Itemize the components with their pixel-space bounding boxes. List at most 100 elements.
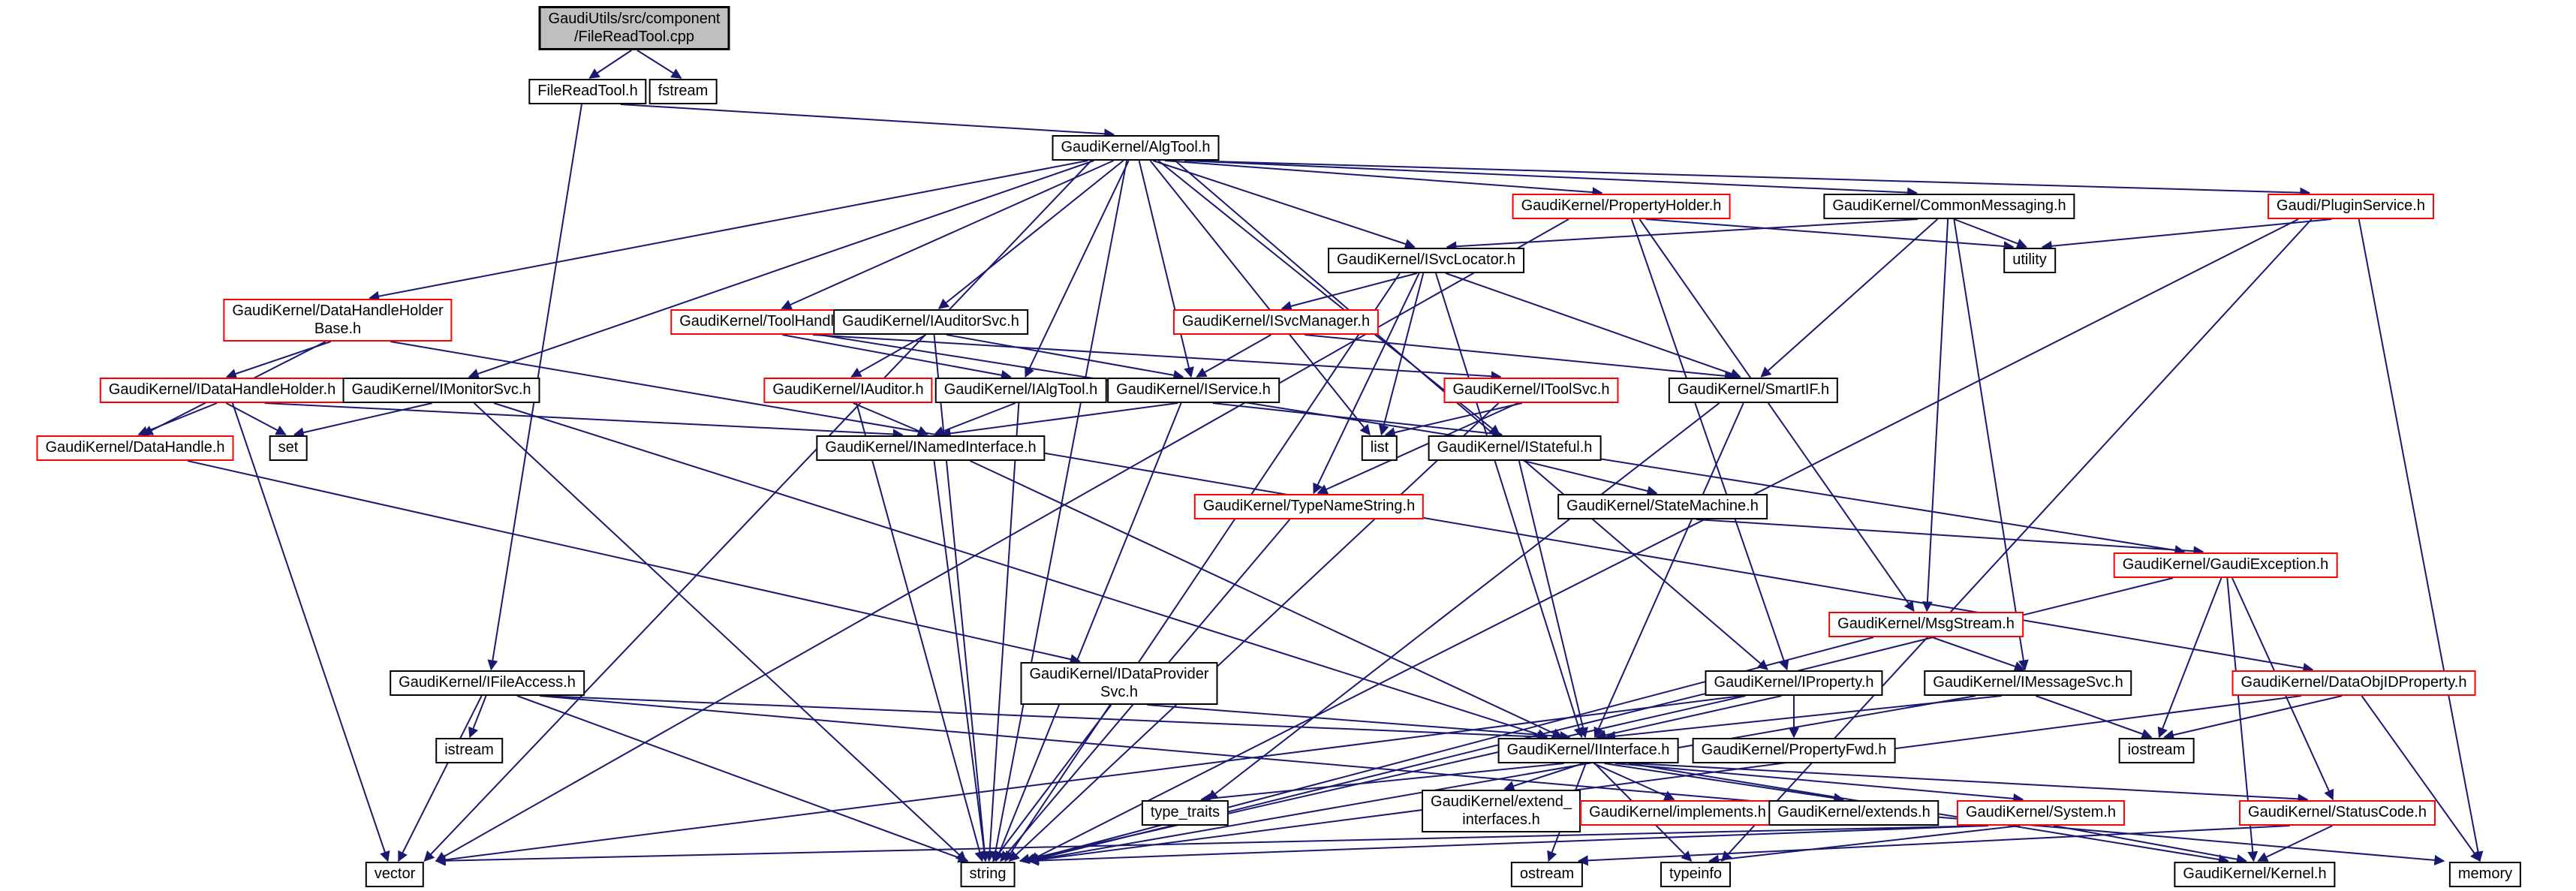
include-edge-dataobjidproperty_h-to-memory [2361,695,2481,862]
include-edge-pluginservice_h-to-memory [2358,218,2484,862]
include-edge-toolhandle_h-to-itoolsvc_h [813,334,1502,382]
graph-node-iservice_h[interactable]: GaudiKernel/IService.h [1107,378,1280,403]
graph-node-imonitorsvc_h[interactable]: GaudiKernel/IMonitorSvc.h [342,378,540,403]
include-edge-ifileaccess_h-to-vector [398,695,483,862]
graph-node-propertyfwd_h[interactable]: GaudiKernel/PropertyFwd.h [1692,738,1896,763]
graph-node-statemachine_h[interactable]: GaudiKernel/StateMachine.h [1557,494,1768,519]
include-edge-isvclocator_h-to-string [1004,272,1401,862]
graph-node-propertyholder_h[interactable]: GaudiKernel/PropertyHolder.h [1512,194,1731,219]
include-edge-statuscode_h-to-ostream [1577,825,2290,866]
include-edge-iservice_h-to-istateful_h [1212,402,1503,439]
graph-node-isvclocator_h[interactable]: GaudiKernel/ISvcLocator.h [1328,248,1524,273]
include-edge-algtool_h-to-pluginservice_h [1187,160,2311,198]
include-edge-propertyholder_h-to-iproperty_h [1630,218,1789,671]
graph-node-typenamestring_h[interactable]: GaudiKernel/TypeNameString.h [1193,494,1425,519]
include-edge-imessagesvc_h-to-iostream [2035,695,2153,739]
include-edge-algtool_h-to-imonitorsvc_h [468,160,1094,379]
include-edge-itoolsvc_h-to-string [1008,402,1500,862]
include-edge-system_h-to-string [1028,825,1989,866]
graph-node-statuscode_h[interactable]: GaudiKernel/StatusCode.h [2239,800,2436,826]
include-edge-datahandle_h-to-idataprovidersvc_h [187,460,1081,665]
include-edge-imonitorsvc_h-to-iinterface_h [493,402,1548,739]
graph-node-string: string [960,862,1016,887]
graph-node-idatahandleholder_h[interactable]: GaudiKernel/IDataHandleHolder.h [99,378,345,403]
include-edge-isvclocator_h-to-isvcmanager_h [1280,272,1418,312]
include-edge-system_h-to-vector [435,825,1989,866]
include-edge-imonitorsvc_h-to-set [293,402,432,438]
include-edge-idatahandleholder_h-to-set [225,402,287,435]
graph-node-ostream: ostream [1510,862,1584,887]
include-edge-toolhandle_h-to-ialgtool_h [782,334,1012,381]
include-edge-algtool_h-to-datahandleholderbase_h [369,160,1088,302]
include-edge-iauditorsvc_h-to-iservice_h [946,334,1184,381]
graph-node-toolhandle_h[interactable]: GaudiKernel/ToolHandle.h [670,309,864,335]
graph-node-iauditor_h[interactable]: GaudiKernel/IAuditor.h [763,378,933,403]
include-edge-pluginservice_h-to-utility [2041,218,2332,251]
include-edge-statuscode_h-to-kernel_h [2257,825,2333,862]
graph-node-inamedinterface_h[interactable]: GaudiKernel/INamedInterface.h [816,435,1046,461]
graph-node-iauditorsvc_h[interactable]: GaudiKernel/IAuditorSvc.h [833,309,1028,335]
graph-node-smartif_h[interactable]: GaudiKernel/SmartIF.h [1668,378,1839,403]
include-edge-iinterface_h-to-extend_interfaces_h [1503,763,1584,791]
graph-node-iinterface_h[interactable]: GaudiKernel/IInterface.h [1497,738,1679,763]
graph-node-vector: vector [365,862,425,887]
include-edge-statemachine_h-to-gaudiexception_h [1696,519,2204,557]
include-edge-iproperty_h-to-iinterface_h [1595,695,1782,741]
include-edge-algtool_h-to-propertyholder_h [1164,160,1603,198]
graph-node-extend_interfaces_h[interactable]: GaudiKernel/extend_ interfaces.h [1422,790,1581,833]
include-edge-smartif_h-to-iinterface_h [1593,402,1744,739]
graph-node-implements_h[interactable]: GaudiKernel/implements.h [1580,800,1775,826]
graph-node-iproperty_h[interactable]: GaudiKernel/IProperty.h [1705,670,1883,696]
include-edge-root-to-fstream [636,50,682,79]
include-edge-iproperty_h-to-vector [435,695,1742,865]
include-edge-pluginservice_h-to-string [1028,218,2299,862]
include-edge-root-to-filereadtool_h [588,50,632,79]
graph-node-fstream: fstream [649,79,718,104]
include-edge-system_h-to-kernel_h [2053,825,2247,865]
graph-node-iostream: iostream [2118,738,2195,763]
graph-node-typeinfo: typeinfo [1660,862,1732,887]
graph-node-filereadtool_h[interactable]: FileReadTool.h [528,79,647,104]
include-edge-ifileaccess_h-to-string [516,695,969,863]
graph-node-extends_h[interactable]: GaudiKernel/extends.h [1768,800,1940,826]
include-edge-ifileaccess_h-to-istream [468,695,487,739]
include-edge-filereadtool_h-to-algtool_h [620,104,1115,140]
include-edge-algtool_h-to-vector [423,160,1092,862]
graph-node-itoolsvc_h[interactable]: GaudiKernel/IToolSvc.h [1443,378,1619,403]
graph-node-ialgtool_h[interactable]: GaudiKernel/IAlgTool.h [934,378,1107,403]
graph-node-msgstream_h[interactable]: GaudiKernel/MsgStream.h [1828,612,2024,637]
graph-node-imessagesvc_h[interactable]: GaudiKernel/IMessageSvc.h [1924,670,2132,696]
graph-node-kernel_h[interactable]: GaudiKernel/Kernel.h [2174,862,2336,887]
include-edge-isvcmanager_h-to-smartif_h [1305,334,1735,381]
include-edge-iinterface_h-to-statuscode_h [1633,763,2309,805]
graph-node-memory: memory [2448,862,2522,887]
graph-node-set: set [269,435,308,461]
graph-node-system_h[interactable]: GaudiKernel/System.h [1956,800,2126,826]
include-edge-istateful_h-to-iinterface_h [1518,460,1588,739]
graph-node-dataobjidproperty_h[interactable]: GaudiKernel/DataObjIDProperty.h [2231,670,2476,696]
graph-node-istateful_h[interactable]: GaudiKernel/IStateful.h [1428,435,1602,461]
include-edge-commonmessaging_h-to-smartif_h [1760,218,1939,378]
graph-node-gaudiexception_h[interactable]: GaudiKernel/GaudiException.h [2113,552,2338,578]
include-edge-commonmessaging_h-to-imessagesvc_h [1953,218,2029,671]
graph-node-algtool_h[interactable]: GaudiKernel/AlgTool.h [1052,135,1220,161]
graph-node-idataprovidersvc_h[interactable]: GaudiKernel/IDataProvider Svc.h [1020,662,1218,706]
graph-node-ifileaccess_h[interactable]: GaudiKernel/IFileAccess.h [390,670,585,696]
include-edge-algtool_h-to-iauditorsvc_h [937,160,1124,309]
include-edge-iinterface_h-to-system_h [1615,763,2024,804]
graph-node-datahandle_h[interactable]: GaudiKernel/DataHandle.h [36,435,234,461]
graph-node-pluginservice_h[interactable]: Gaudi/PluginService.h [2268,194,2434,219]
include-edge-msgstream_h-to-imessagesvc_h [1931,637,2025,672]
graph-node-commonmessaging_h[interactable]: GaudiKernel/CommonMessaging.h [1823,194,2075,219]
include-edge-algtool_h-to-istateful_h [1157,160,1500,435]
include-edge-inamedinterface_h-to-string [933,460,990,862]
include-edge-algtool_h-to-ialgtool_h [1025,160,1130,378]
include-edge-iauditor_h-to-string [856,402,985,862]
include-edge-iauditorsvc_h-to-string [933,334,990,862]
include-edge-commonmessaging_h-to-isvclocator_h [1446,218,1918,252]
include-edge-iauditor_h-to-inamedinterface_h [853,402,928,436]
graph-node-datahandleholderbase_h[interactable]: GaudiKernel/DataHandleHolder Base.h [223,299,453,342]
graph-node-isvcmanager_h[interactable]: GaudiKernel/ISvcManager.h [1172,309,1380,335]
graph-node-utility: utility [2003,248,2056,273]
include-edge-inamedinterface_h-to-iinterface_h [970,460,1563,739]
